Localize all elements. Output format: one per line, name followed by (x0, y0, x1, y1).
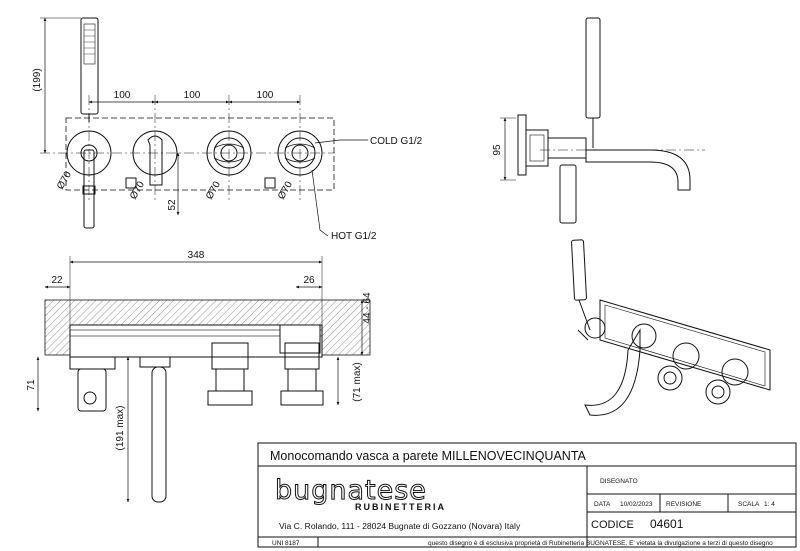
title-block (257, 442, 797, 548)
code-value: 04601 (650, 517, 684, 531)
brand-logo: bugnatese (275, 475, 427, 506)
dim-spacing-3: 100 (257, 90, 274, 101)
dim-side-height: 95 (492, 144, 503, 156)
dim-diameter-1: Ø70 (55, 169, 74, 191)
isometric-view (571, 239, 771, 416)
disclaimer-text: questo disegno è di esclusiva proprietà … (428, 540, 773, 547)
dim-left-offset: 22 (51, 275, 63, 286)
scale-label: SCALA (738, 501, 760, 508)
section-view (36, 256, 371, 503)
dim-spacing-1: 100 (114, 90, 131, 101)
side-view (500, 17, 705, 224)
date-value: 10/02/2023 (620, 501, 653, 508)
label-hot: HOT G1/2 (331, 231, 377, 242)
dim-lever-height: 52 (167, 199, 178, 211)
brand-subtitle: RUBINETTERIA (355, 502, 446, 512)
label-cold: COLD G1/2 (370, 136, 423, 147)
dim-right-offset: 26 (303, 275, 315, 286)
code-label: CODICE (591, 519, 634, 531)
dim-handshower-height: (199) (32, 68, 43, 91)
company-address: Via C. Rolando, 111 - 28024 Bugnate di G… (279, 521, 521, 531)
drawn-label: DISEGNATO (600, 478, 638, 485)
dim-wall-depth: 44 - 64 (362, 292, 373, 324)
revision-label: REVISIONE (666, 501, 702, 508)
scale-value: 1: 4 (764, 501, 775, 508)
date-label: DATA (594, 501, 611, 508)
front-view (40, 17, 368, 237)
dim-total-length: 348 (188, 250, 205, 261)
product-title: Monocomando vasca a parete MILLENOVECINQ… (270, 449, 587, 463)
dim-spout-max: (191 max) (115, 405, 126, 450)
dim-body-height: 71 (26, 379, 37, 391)
dim-diameter-2: Ø70 (128, 179, 147, 201)
dim-body-height-max: (71 max) (352, 362, 363, 401)
standard-label: UNI 8187 (272, 540, 300, 547)
dim-spacing-2: 100 (184, 90, 201, 101)
